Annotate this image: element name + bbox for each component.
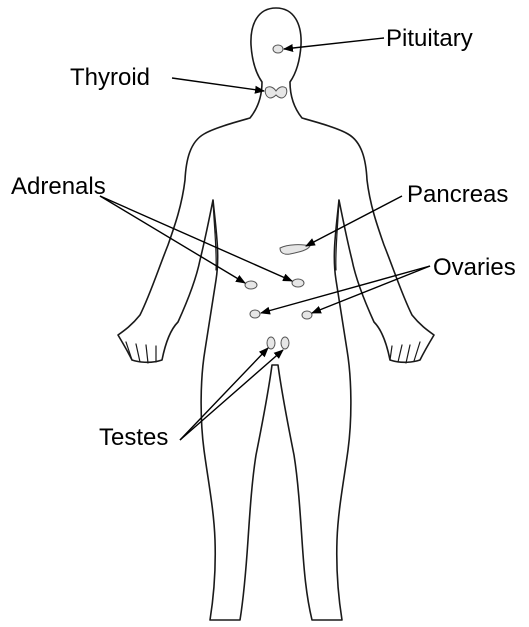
adrenal-gland-right bbox=[292, 279, 304, 287]
arrow-pancreas bbox=[306, 196, 402, 246]
arrow-pituitary bbox=[284, 38, 384, 49]
body-outline bbox=[118, 8, 434, 620]
torso-contour bbox=[213, 200, 339, 270]
label-thyroid: Thyroid bbox=[70, 64, 150, 92]
arrow-adrenal-left bbox=[100, 196, 245, 283]
arrow-ovary-left bbox=[261, 266, 430, 313]
label-pituitary: Pituitary bbox=[386, 25, 473, 53]
right-hand-fingers bbox=[390, 342, 420, 363]
label-testes: Testes bbox=[99, 424, 168, 452]
pituitary-gland bbox=[273, 45, 283, 53]
arrow-thyroid bbox=[172, 78, 264, 91]
left-hand-fingers bbox=[126, 342, 156, 363]
adrenal-gland-left bbox=[245, 281, 257, 289]
pancreas-gland bbox=[280, 245, 310, 255]
arrow-adrenal-right bbox=[100, 196, 292, 281]
label-ovaries: Ovaries bbox=[433, 254, 516, 282]
arrow-ovary-right bbox=[312, 266, 430, 313]
label-adrenals: Adrenals bbox=[11, 173, 106, 201]
arrow-testis-left bbox=[180, 348, 268, 440]
ovary-left bbox=[250, 310, 260, 318]
label-pancreas: Pancreas bbox=[407, 181, 508, 209]
ovary-right bbox=[302, 311, 312, 319]
testis-right bbox=[281, 337, 289, 349]
thyroid-gland bbox=[265, 87, 287, 98]
arrows bbox=[100, 38, 430, 440]
testis-left bbox=[267, 337, 275, 349]
